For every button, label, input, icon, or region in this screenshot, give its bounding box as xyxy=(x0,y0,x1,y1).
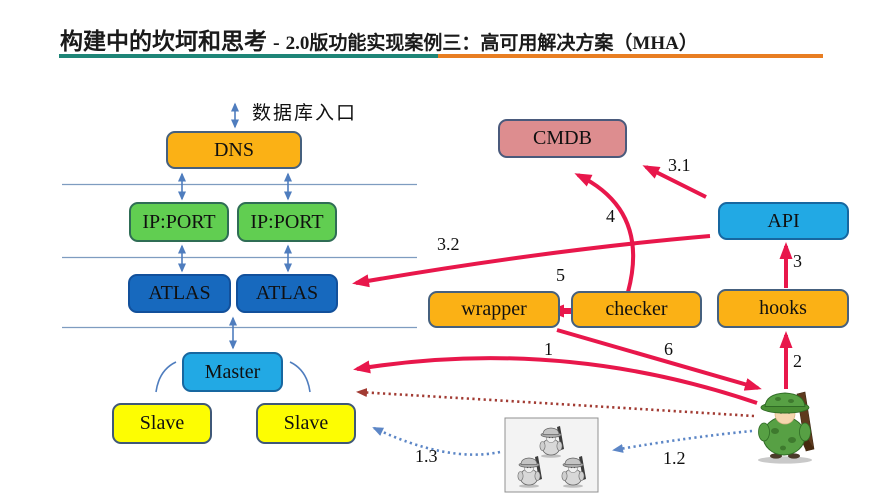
node-slave-2: Slave xyxy=(256,403,356,444)
step-label-1-2: 1.2 xyxy=(663,448,686,468)
slave-cluster-image xyxy=(504,417,599,493)
step-label-4: 4 xyxy=(606,206,615,226)
node-hooks: hooks xyxy=(717,289,849,328)
step-label-3-2: 3.2 xyxy=(437,234,460,254)
node-master: Master xyxy=(182,352,283,392)
step-label-1-3: 1.3 xyxy=(415,446,438,466)
slide-title: 构建中的坎坷和思考-2.0版功能实现案例三：高可用解决方案（MHA） xyxy=(60,22,698,56)
title-subtitle: 2.0版功能实现案例三：高可用解决方案（MHA） xyxy=(285,33,698,54)
node-dns: DNS xyxy=(166,131,302,169)
node-slave-1: Slave xyxy=(112,403,212,444)
step-label-6: 6 xyxy=(664,339,673,359)
blue-connectors xyxy=(155,102,311,393)
soldier-icon xyxy=(758,391,815,464)
tier-lines xyxy=(62,183,417,329)
step-label-3-1: 3.1 xyxy=(668,155,691,175)
step-label-2: 2 xyxy=(793,351,802,371)
node-ipport-2: IP:PORT xyxy=(237,202,337,242)
node-checker: checker xyxy=(571,291,702,328)
db-entry-label: 数据库入口 xyxy=(252,103,358,124)
title-underline xyxy=(59,54,823,58)
red-arrows xyxy=(352,165,793,405)
node-ipport-1: IP:PORT xyxy=(129,202,229,242)
step-label-1: 1 xyxy=(544,339,553,359)
node-atlas-1: ATLAS xyxy=(128,274,231,313)
node-api: API xyxy=(718,202,849,240)
dotted-arrows xyxy=(356,388,755,456)
node-wrapper: wrapper xyxy=(428,291,560,328)
step-label-5: 5 xyxy=(556,265,565,285)
title-separator: - xyxy=(273,32,280,54)
node-atlas-2: ATLAS xyxy=(236,274,338,313)
node-cmdb: CMDB xyxy=(498,119,627,158)
step-label-3: 3 xyxy=(793,251,802,271)
title-main: 构建中的坎坷和思考 xyxy=(60,29,267,54)
